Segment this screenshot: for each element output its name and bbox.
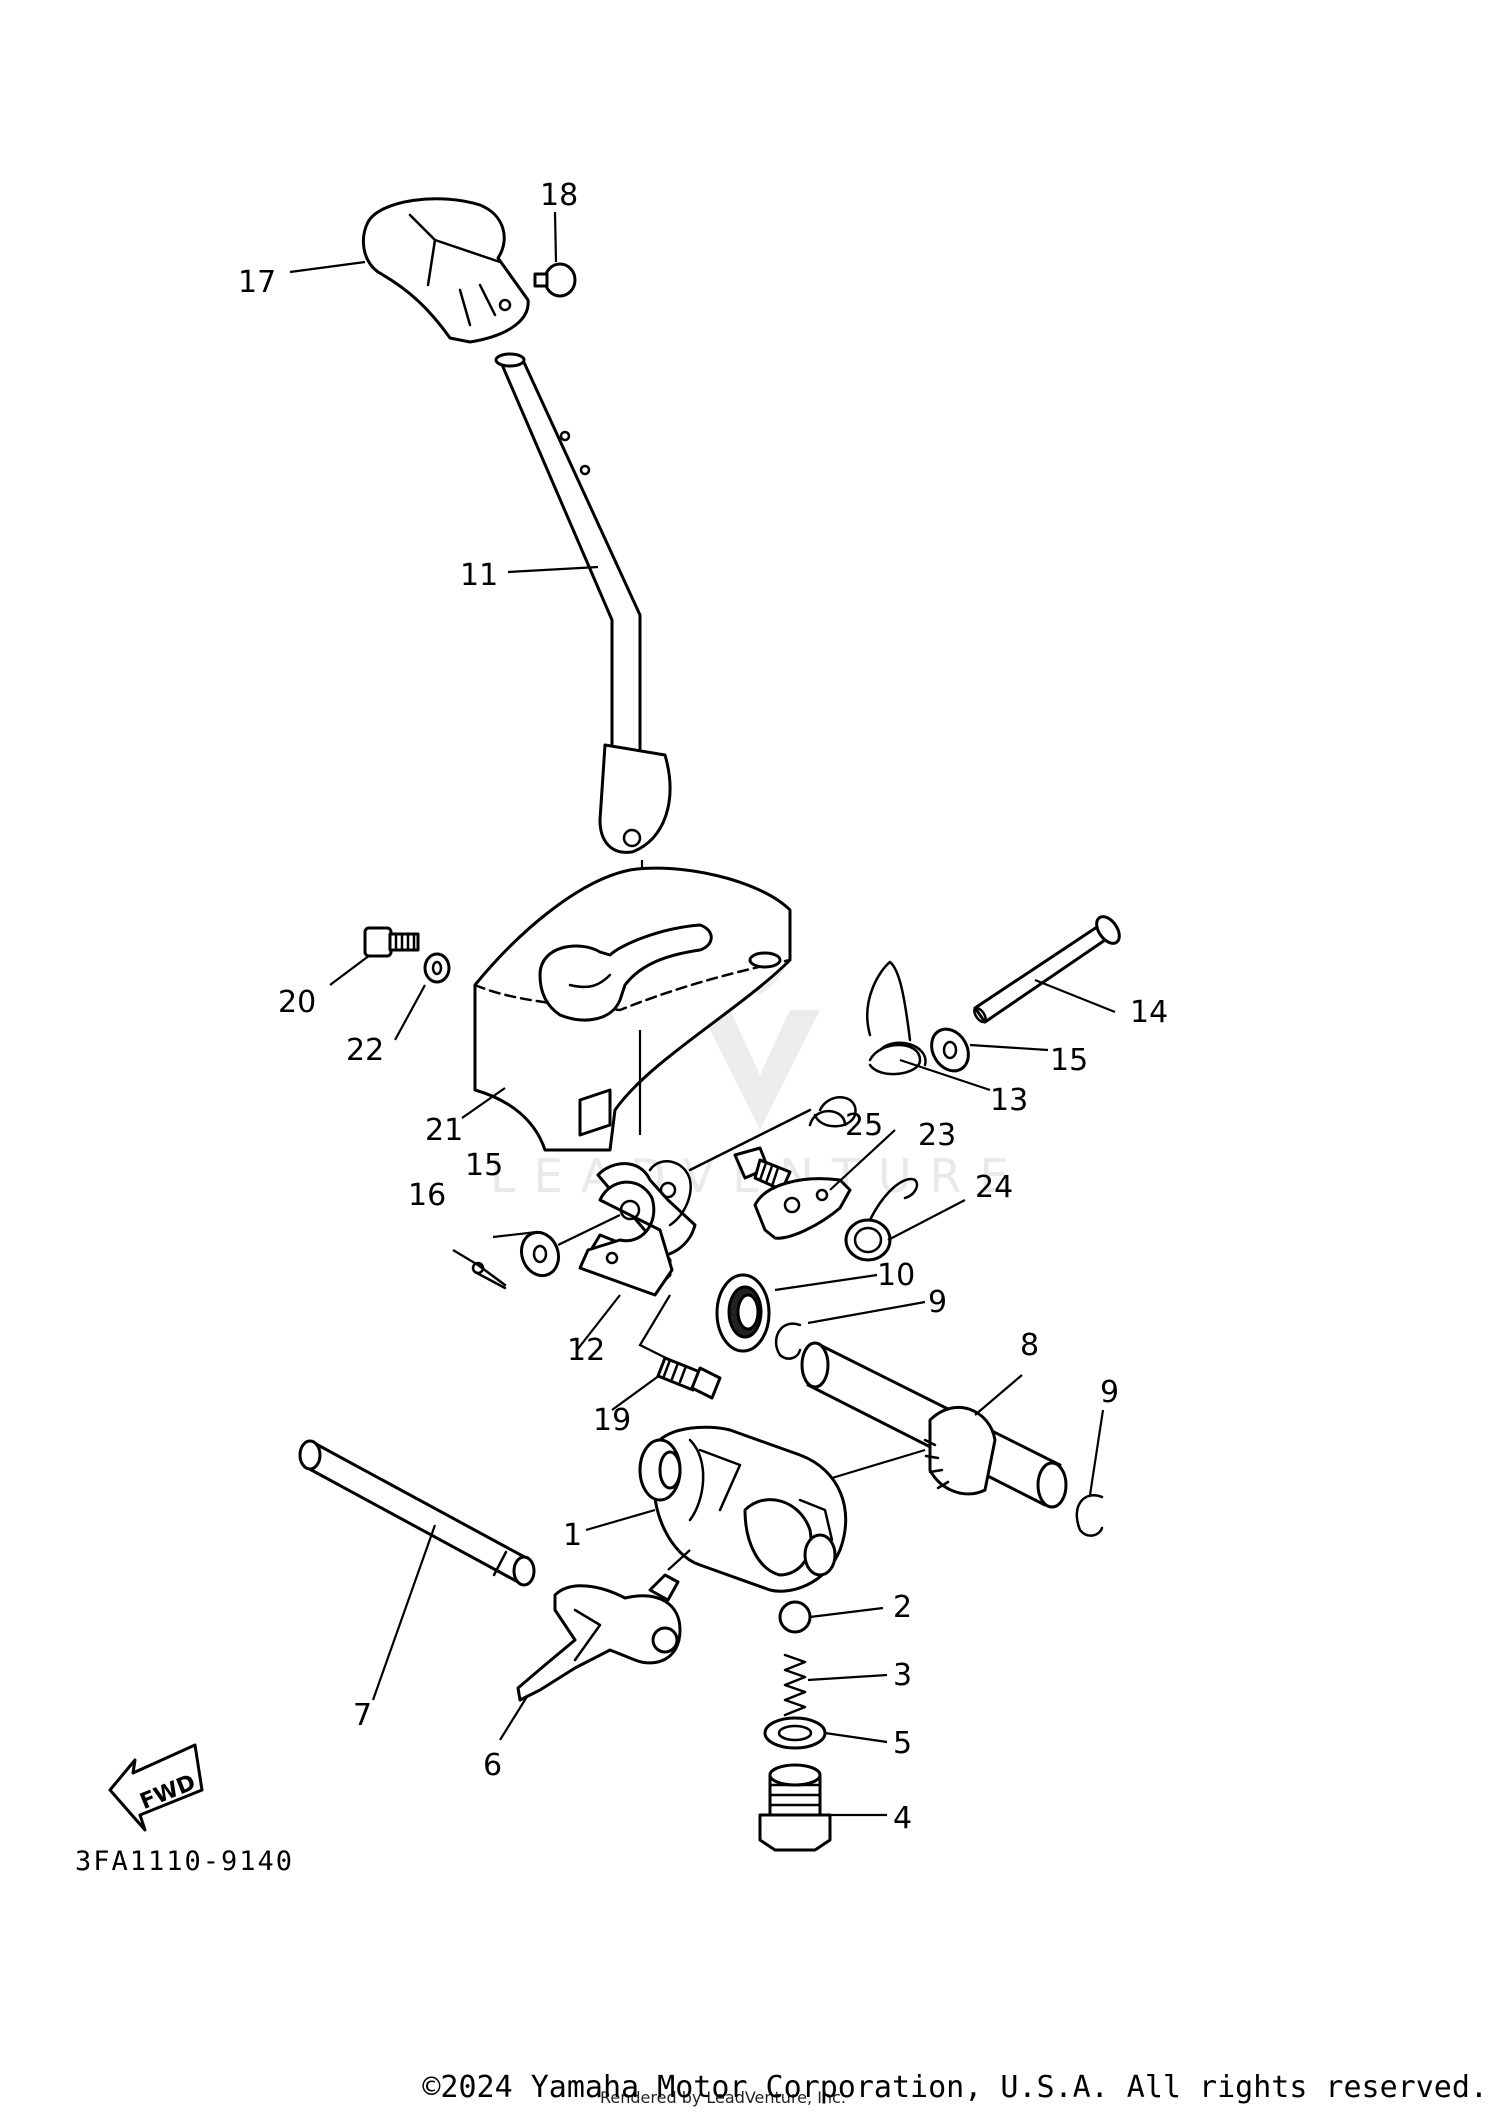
rendered-by-text: Rendered by LeadVenture, Inc. (600, 2088, 846, 2107)
part-22-washer (423, 952, 451, 984)
part-3-spring (783, 1653, 807, 1717)
callout-10: 10 (877, 1258, 915, 1293)
callout-3: 3 (893, 1658, 912, 1693)
part-15-washer-top (930, 1027, 970, 1073)
part-13-spring (688, 960, 927, 1172)
part-9-circlip-a (774, 1322, 802, 1360)
part-17-knob (361, 197, 530, 344)
part-11-lever (494, 352, 672, 854)
callouts: 17 18 11 20 22 21 14 15 13 25 23 24 15 1… (238, 178, 1168, 1836)
callout-6: 6 (483, 1748, 502, 1783)
callout-12: 12 (567, 1333, 605, 1368)
leader-lines (289, 211, 1116, 1817)
callout-23: 23 (918, 1118, 956, 1153)
callout-21: 21 (425, 1113, 463, 1148)
part-16-cotter (471, 1261, 507, 1290)
copyright-text: ©2024 Yamaha Motor Corporation, U.S.A. A… (422, 2070, 1488, 2105)
callout-13: 13 (990, 1083, 1028, 1118)
part-4-plug (758, 1763, 832, 1852)
callout-11: 11 (460, 558, 498, 593)
callout-16: 16 (408, 1178, 446, 1213)
fwd-arrow: FWD (108, 1743, 204, 1832)
part-5-washer (763, 1716, 827, 1750)
part-1-drum (638, 1425, 848, 1593)
callout-9-upper: 9 (928, 1285, 947, 1320)
callout-17: 17 (238, 265, 276, 300)
callout-22: 22 (346, 1033, 384, 1068)
callout-25: 25 (845, 1108, 883, 1143)
part-21-gate (473, 866, 792, 1152)
callout-9-lower: 9 (1100, 1375, 1119, 1410)
part-18-screw (533, 262, 577, 298)
part-7-shaft (298, 1439, 536, 1587)
callout-7: 7 (353, 1698, 372, 1733)
callout-20: 20 (278, 985, 316, 1020)
part-19-bolt (656, 1356, 722, 1400)
part-12-bracket (578, 1160, 697, 1297)
callout-8: 8 (1020, 1328, 1039, 1363)
callout-5: 5 (893, 1726, 912, 1761)
callout-24: 24 (975, 1170, 1013, 1205)
part-20-bolt (363, 926, 420, 958)
part-25-bolt (733, 1146, 792, 1192)
callout-18: 18 (540, 178, 578, 213)
drawing-code: 3FA1110-9140 (75, 1846, 294, 1877)
callout-14: 14 (1130, 995, 1168, 1030)
callout-1: 1 (563, 1518, 582, 1553)
part-23-stopper (753, 1177, 852, 1240)
part-8-shaft (800, 1341, 1068, 1509)
callout-4: 4 (893, 1801, 912, 1836)
footer: Rendered by LeadVenture, Inc. ©2024 Yama… (0, 2070, 1500, 2110)
part-2-ball (778, 1600, 812, 1634)
callout-19: 19 (593, 1403, 631, 1438)
callout-15-low: 15 (465, 1148, 503, 1183)
part-15-washer-low (519, 1230, 561, 1278)
callout-15-top: 15 (1050, 1043, 1088, 1078)
part-6-fork (516, 1573, 682, 1702)
part-10-seal (715, 1273, 771, 1353)
part-9-circlip-b (1075, 1494, 1104, 1537)
part-14-pin (973, 915, 1121, 1024)
callout-2: 2 (893, 1590, 912, 1625)
